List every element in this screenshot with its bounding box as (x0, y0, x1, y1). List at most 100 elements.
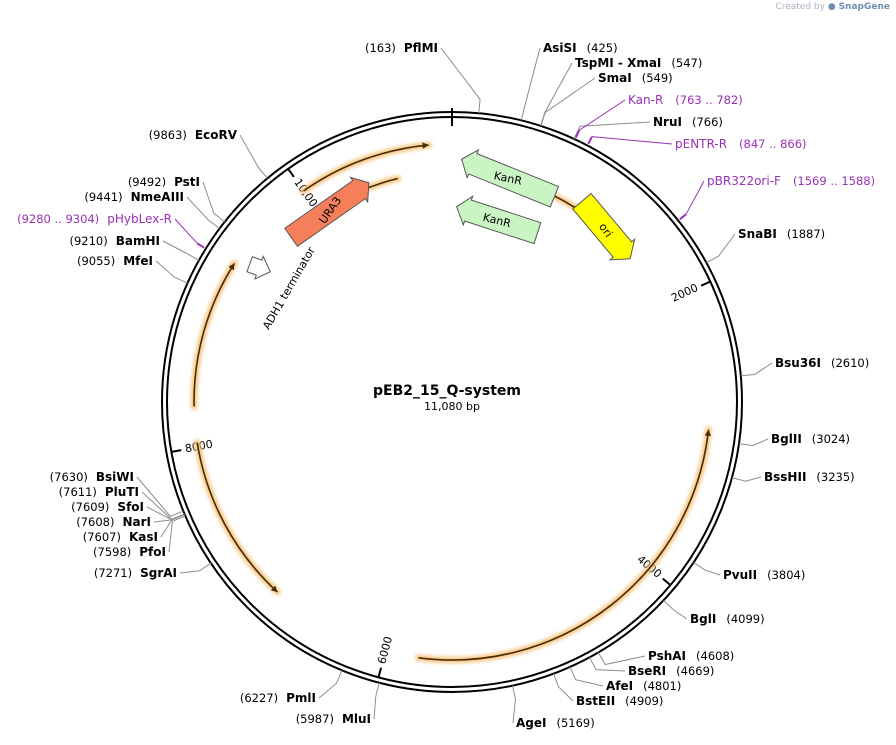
primer-kan-r[interactable]: Kan-R(763 .. 782) (574, 93, 743, 138)
site-label: (9441)NmeAIII (84, 190, 184, 204)
primer-pbr322ori-f[interactable]: pBR322ori-F(1569 .. 1588) (679, 174, 875, 221)
tick-mark (287, 168, 295, 178)
feature-ori[interactable]: ori (570, 191, 643, 269)
primer-pentr-r[interactable]: pENTR-R(847 .. 866) (587, 136, 807, 151)
primer-mark (679, 213, 687, 221)
site-label: PvuII(3804) (723, 568, 805, 582)
site-nari[interactable]: (7608)NarI (76, 513, 185, 529)
feature-label-adh1: ADH1 terminator (260, 244, 318, 332)
site-pfmi[interactable]: (163)PflMI (365, 41, 481, 114)
site-agei[interactable]: AgeI(5169) (512, 685, 595, 730)
site-mlui[interactable]: (5987)MluI (296, 682, 380, 726)
site-pshai[interactable]: PshAI(4608) (597, 649, 734, 666)
orf-arrowhead (422, 142, 429, 149)
site-bseri[interactable]: BseRI(4669) (589, 657, 714, 678)
site-leader (141, 491, 185, 520)
site-leader (520, 47, 541, 121)
site-smai[interactable]: SmaI(549) (540, 71, 673, 127)
feature-shape (461, 148, 560, 208)
site-leader (162, 240, 200, 261)
feature-shape (571, 192, 636, 261)
site-label: (6227)PmlI (240, 691, 316, 705)
site-bglii[interactable]: BglII(3024) (738, 432, 850, 447)
primer-leader (685, 180, 705, 215)
brand-watermark: Created by ● SnapGene (775, 2, 890, 12)
orf-arc (193, 262, 236, 407)
site-label: SmaI(549) (598, 71, 673, 85)
site-snabi[interactable]: SnaBI(1887) (706, 227, 825, 264)
tick-mark (377, 667, 383, 678)
site-label: (163)PflMI (365, 41, 438, 55)
site-label: AfeI(4801) (606, 679, 681, 693)
orf-arc (418, 429, 710, 661)
site-afei[interactable]: AfeI(4801) (569, 666, 681, 693)
site-bsteii[interactable]: BstEII(4909) (553, 673, 664, 708)
tick-mark (700, 280, 711, 287)
site-label: Bsu36I(2610) (775, 356, 869, 370)
tick-label: 2000 (669, 281, 700, 305)
feature-kanr-1[interactable]: KanR (456, 145, 560, 210)
site-mfei[interactable]: (9055)MfeI (77, 254, 188, 284)
site-bamhi[interactable]: (9210)BamHI (69, 234, 200, 261)
brand-app-name: SnapGene (838, 2, 890, 12)
site-label: (7609)SfoI (71, 500, 144, 514)
primer-sites: Kan-R(763 .. 782)pENTR-R(847 .. 866) pBR3… (17, 93, 875, 249)
brand-created-by: Created by (775, 2, 825, 12)
site-asisi[interactable]: AsiSI(425) (520, 41, 618, 121)
primer-label: pBR322ori-F(1569 .. 1588) (707, 174, 875, 188)
primer-phyblex-r[interactable]: (9280 .. 9304)pHybLex-R (17, 212, 205, 249)
site-bsiwi[interactable]: (7630)BsiWI (50, 470, 184, 517)
site-label: TspMI - XmaI(547) (575, 56, 702, 70)
site-nrui[interactable]: NruI(766) (573, 115, 723, 140)
site-leader (706, 233, 736, 264)
site-bsu36i[interactable]: Bsu36I(2610) (740, 356, 869, 377)
site-leader (738, 438, 769, 447)
orf-glow (414, 426, 712, 664)
site-bgli[interactable]: BglI(4099) (663, 600, 765, 626)
feature-adh1[interactable] (246, 253, 275, 283)
primer-label: pENTR-R(847 .. 866) (675, 137, 807, 151)
site-label: (9492)PstI (128, 175, 200, 189)
site-label: BssHII(3235) (764, 470, 855, 484)
site-leader (186, 196, 220, 229)
site-psti[interactable]: (9492)PstI (128, 175, 226, 223)
site-sgrai[interactable]: (7271)SgrAI (94, 562, 212, 580)
site-leader (693, 562, 721, 576)
orf-arrowhead (270, 585, 278, 593)
primer-label: (9280 .. 9304)pHybLex-R (17, 212, 172, 226)
plasmid-backbone (161, 108, 743, 693)
site-leader (136, 476, 184, 517)
site-tspmi[interactable]: TspMI - XmaI(547) (540, 56, 703, 126)
site-pvuii[interactable]: PvuII(3804) (693, 562, 806, 582)
site-label: (7607)KasI (83, 530, 158, 544)
orf-glow (190, 259, 238, 410)
site-leader (155, 260, 188, 284)
primer-mark (587, 136, 593, 145)
site-ecorv[interactable]: (9863)EcoRV (149, 128, 268, 179)
site-label: (9863)EcoRV (149, 128, 238, 142)
feature-ura3[interactable]: URA3 (282, 170, 377, 249)
site-label: (7598)PfoI (93, 545, 166, 559)
feature-kanr-2[interactable]: KanR (452, 193, 542, 248)
site-pmli[interactable]: (6227)PmlI (240, 670, 343, 705)
primer-mark (196, 242, 205, 249)
site-label: (9210)BamHI (69, 234, 160, 248)
site-leader (239, 134, 268, 179)
restriction-sites: (163)PflMI AsiSI(425)TspMI - XmaI(547)Sma… (50, 41, 870, 730)
site-leader (540, 77, 596, 127)
site-label: (7630)BsiWI (50, 470, 134, 484)
site-leader (318, 670, 343, 699)
site-nmeaiii[interactable]: (9441)NmeAIII (84, 190, 220, 229)
feature-label: KanR (493, 169, 524, 188)
site-bsshii[interactable]: BssHII(3235) (731, 470, 855, 484)
site-pfoi[interactable]: (7598)PfoI (93, 515, 186, 559)
feature-shape (284, 176, 370, 247)
site-label: NruI(766) (653, 115, 723, 129)
site-leader (179, 562, 212, 574)
site-pluti[interactable]: (7611)PluTI (59, 485, 185, 520)
site-label: BglI(4099) (690, 612, 765, 626)
orf-arrowhead (228, 263, 235, 271)
primer-leader (578, 99, 626, 131)
